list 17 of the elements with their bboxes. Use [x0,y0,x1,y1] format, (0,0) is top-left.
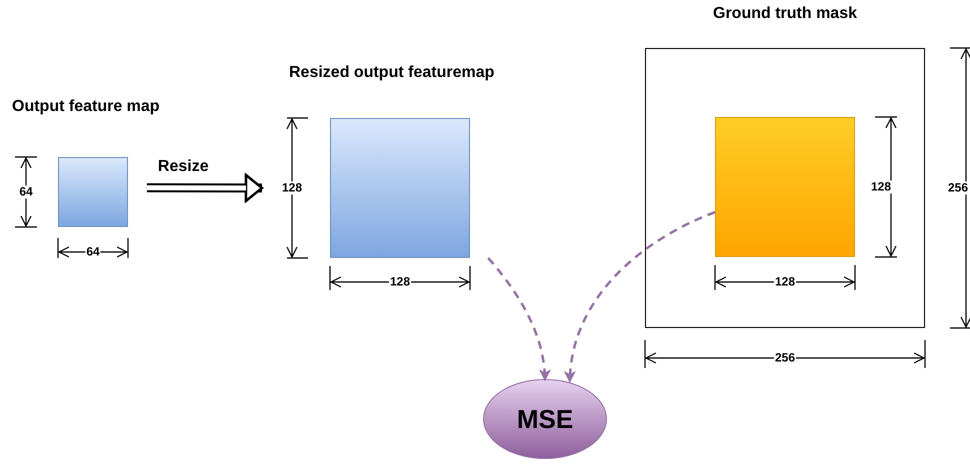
dashed-arrow [564,211,716,384]
mask-square [715,117,855,257]
dimension-label: 64 [18,186,34,198]
dimension-label: 128 [388,276,412,288]
heading: Ground truth mask [713,5,857,23]
block-arrow [146,174,264,202]
dashed-arrow [487,257,551,382]
heading: Resized output featuremap [289,64,494,82]
heading: Output feature map [12,98,160,116]
dimension-label: 128 [280,182,304,194]
dimension-label: 128 [870,180,892,194]
dimension-label: 64 [85,246,101,258]
dimension-label: 128 [774,276,796,288]
dimension-label: 256 [946,182,970,194]
dimension-label: 256 [774,352,796,364]
edge-label: Resize [158,158,209,176]
node-label: MSE [516,404,574,434]
